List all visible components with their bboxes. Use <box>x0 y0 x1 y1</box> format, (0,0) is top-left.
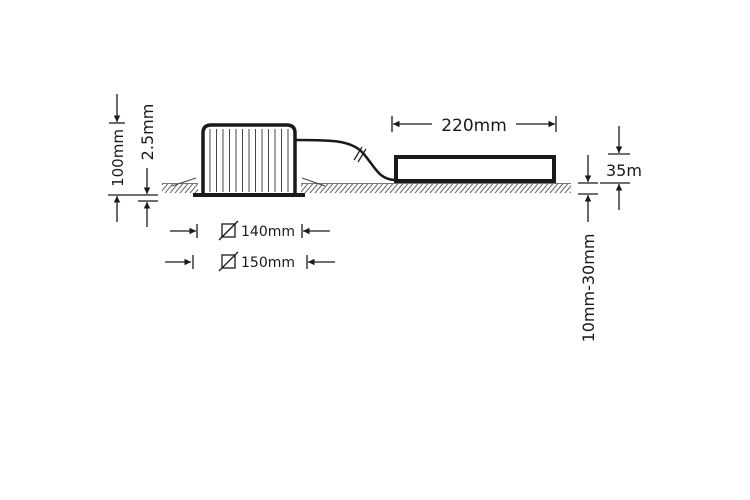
dimension-driver-length <box>391 116 557 132</box>
label-driver-length: 220mm <box>441 116 507 136</box>
label-flange-height: 2.5mm <box>138 104 157 161</box>
dimension-flange-height <box>138 168 158 227</box>
label-outer-diameter: 150mm <box>241 255 295 271</box>
label-ceiling-thickness: 10mm-30mm <box>579 234 598 343</box>
dimension-driver-height <box>600 126 630 210</box>
label-cutout-diameter: 140mm <box>241 224 295 240</box>
dimension-total-height <box>108 94 158 222</box>
spring-clips <box>171 177 326 187</box>
driver-box <box>394 155 556 183</box>
label-total-height: 100mm <box>109 129 127 187</box>
downlight-body <box>193 123 305 197</box>
cable <box>295 138 397 182</box>
label-driver-height: 35m <box>606 161 642 180</box>
dimension-outer <box>165 251 335 272</box>
dimension-cutout <box>170 220 330 241</box>
dimension-ceiling-thickness <box>578 155 598 222</box>
